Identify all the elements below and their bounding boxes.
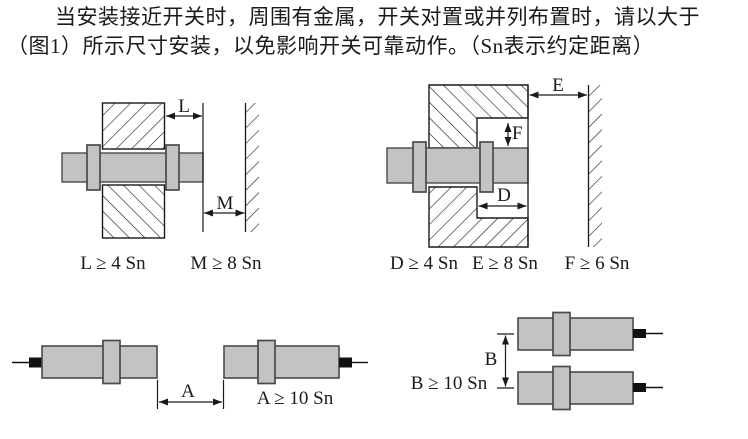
cable-stub — [29, 357, 42, 368]
formula-A: A ≥ 10 Sn — [257, 388, 334, 409]
formula-M: M ≥ 8 Sn — [190, 253, 262, 274]
proximity-sensor-lower — [517, 365, 663, 411]
wall-hatching — [589, 85, 602, 247]
cable-stub — [633, 383, 646, 392]
cable-stub — [633, 329, 646, 338]
sensor-body — [517, 371, 634, 405]
dim-label-D: D — [497, 185, 511, 206]
proximity-sensor — [386, 141, 529, 193]
sensor-nut — [165, 144, 180, 191]
sensor-nut — [412, 141, 427, 193]
dimension-M: M — [204, 193, 245, 217]
sensor-nut — [479, 141, 494, 193]
sensor-body — [223, 345, 340, 379]
diagram-recessed-mount: E F D D ≥ 4 Sn E ≥ 8 Sn F ≥ 6 Sn — [386, 75, 630, 274]
intro-line-1: 当安装接近开关时，周围有金属，开关对置或并列布置时，请以大于 — [55, 5, 700, 29]
proximity-sensor-upper — [517, 311, 663, 357]
sensor-nut — [257, 339, 276, 385]
diagram-flush-mount: L M L ≥ 4 Sn M ≥ 8 Sn — [61, 96, 262, 274]
wall-right — [587, 85, 602, 247]
dimension-E: E — [529, 75, 587, 99]
dim-label-M: M — [217, 193, 234, 214]
proximity-sensor-right — [223, 339, 368, 385]
metal-block-upper — [101, 102, 166, 150]
sensor-nut — [86, 144, 101, 191]
sensor-nut — [102, 339, 121, 385]
metal-block-lower — [101, 184, 166, 239]
dim-label-B: B — [485, 349, 498, 370]
dimension-B: B — [485, 333, 514, 389]
sensor-nut — [552, 365, 571, 411]
intro-line-2: （图1）所示尺寸安装，以免影响开关可靠动作。（Sn表示约定距离） — [7, 34, 655, 58]
formula-L: L ≥ 4 Sn — [80, 253, 146, 274]
dimension-D: D — [478, 185, 527, 210]
dimension-F: F — [504, 123, 523, 146]
sensor-body — [386, 147, 529, 184]
dim-label-E: E — [552, 75, 564, 96]
wall-hatching — [246, 103, 259, 232]
dim-label-F: F — [512, 123, 523, 144]
dimension-L: L — [166, 96, 202, 120]
cable-stub — [339, 357, 352, 368]
formula-E: E ≥ 8 Sn — [472, 253, 538, 274]
proximity-sensor — [61, 144, 204, 191]
dimension-A: A — [156, 380, 225, 409]
sensor-body — [517, 317, 634, 351]
dim-label-L: L — [178, 96, 190, 117]
diagram-face-to-face: A A ≥ 10 Sn — [12, 339, 368, 409]
proximity-sensor-left — [12, 339, 158, 385]
sensor-nut — [552, 311, 571, 357]
sensor-body — [61, 152, 204, 183]
formula-B: B ≥ 10 Sn — [411, 373, 488, 394]
wall-right — [244, 103, 259, 232]
sensor-body — [41, 345, 158, 379]
formula-F: F ≥ 6 Sn — [565, 253, 630, 274]
metal-block-lower — [428, 186, 529, 248]
dim-label-A: A — [181, 381, 195, 402]
formula-D: D ≥ 4 Sn — [390, 253, 458, 274]
diagram-side-by-side: B B ≥ 10 Sn — [411, 311, 663, 411]
intro-paragraph: 当安装接近开关时，周围有金属，开关对置或并列布置时，请以大于 （图1）所示尺寸安… — [7, 3, 743, 61]
